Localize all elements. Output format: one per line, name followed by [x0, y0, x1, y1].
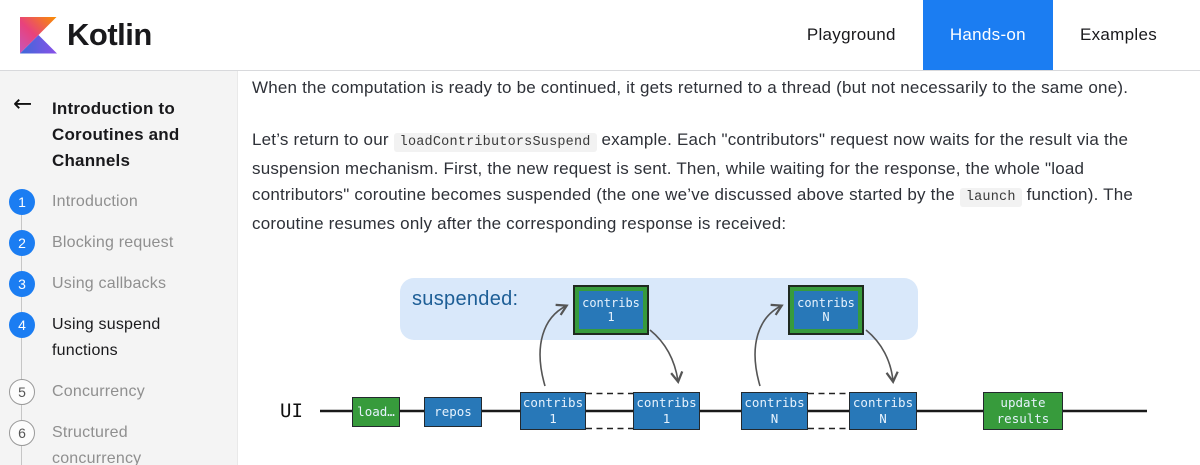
kotlin-logo-icon: [20, 16, 57, 54]
resume-arrow: [865, 329, 899, 385]
kotlin-logo[interactable]: Kotlin: [0, 0, 152, 70]
kotlin-wordmark: Kotlin: [67, 17, 152, 52]
box-label: contribs: [522, 395, 584, 410]
resume-arrow: [649, 329, 684, 384]
box-label: 1: [607, 310, 615, 324]
box-label: repos: [434, 404, 472, 419]
paragraph-text: function). The coroutine resumes only af…: [252, 185, 1133, 233]
timeline-box-contribs-Nb: contribs N: [849, 392, 917, 430]
timeline-box-contribs-1b: contribs 1: [633, 392, 700, 430]
course-title: Introduction to Coroutines and Channels: [52, 99, 180, 170]
box-label: contribs: [636, 395, 697, 410]
sidebar-item-blocking-request[interactable]: 2 Blocking request: [0, 230, 237, 256]
box-label: update: [1000, 395, 1046, 410]
back-arrow-icon[interactable]: ←: [13, 91, 33, 117]
step-number: 6: [18, 425, 26, 441]
box-label: N: [770, 411, 779, 426]
step-label: Blocking request: [52, 234, 174, 251]
sidebar-item-using-suspend-functions[interactable]: 4 Using suspend functions: [0, 312, 237, 364]
paragraph-text: example. Each "contributors" request now…: [252, 130, 1129, 204]
paragraph-2: Let’s return to our loadContributorsSusp…: [252, 127, 1164, 237]
sidebar-item-introduction[interactable]: 1 Introduction: [0, 189, 237, 215]
step-circle: 2: [9, 230, 35, 256]
step-number: 4: [18, 317, 26, 333]
nav-item-playground[interactable]: Playground: [806, 25, 896, 44]
timeline-box-contribs-Na: contribs N: [741, 392, 808, 430]
suspended-box-contribs-1: contribs 1: [573, 285, 649, 335]
sidebar-item-concurrency[interactable]: 5 Concurrency: [0, 379, 237, 405]
suspend-arrow: [754, 303, 784, 387]
step-label: Using callbacks: [52, 275, 167, 292]
step-number: 5: [18, 384, 26, 400]
sidebar-item-using-callbacks[interactable]: 3 Using callbacks: [0, 271, 237, 297]
step-number: 2: [18, 235, 26, 251]
box-label: 1: [549, 411, 557, 426]
timeline-box-repos: repos: [424, 397, 482, 427]
suspended-box-contribs-N: contribs N: [788, 285, 864, 335]
step-circle: 4: [9, 312, 35, 338]
top-header: Kotlin Playground Hands-on Examples: [0, 0, 1200, 71]
step-number: 1: [18, 194, 26, 210]
nav-item-examples[interactable]: Examples: [1079, 25, 1157, 44]
step-circle: 6: [9, 420, 35, 446]
step-list: 1 Introduction 2 Blocking request 3 Usin…: [0, 189, 237, 465]
box-label: load…: [357, 404, 395, 419]
box-label: contribs: [852, 395, 914, 410]
box-label: contribs: [582, 296, 640, 310]
step-number: 3: [18, 276, 26, 292]
box-label: contribs: [744, 395, 805, 410]
ui-thread-label: UI: [280, 400, 303, 422]
step-label: Structured concurrency: [52, 424, 142, 465]
paragraph-1: When the computation is ready to be cont…: [252, 78, 1129, 97]
step-label: Introduction: [52, 193, 139, 210]
step-circle: 5: [9, 379, 35, 405]
inline-code-loadContributorsSuspend: loadContributorsSuspend: [393, 133, 597, 152]
paragraph-text: Let’s return to our: [252, 130, 394, 149]
box-label: results: [996, 411, 1050, 426]
main-nav: Playground Hands-on Examples: [780, 0, 1184, 70]
suspension-diagram: suspended:: [252, 273, 1162, 455]
suspended-label: suspended:: [412, 288, 519, 310]
timeline-box-update-results: update results: [983, 392, 1063, 430]
box-label: N: [879, 411, 887, 426]
box-label: 1: [662, 411, 671, 426]
box-label: N: [822, 310, 830, 324]
tutorial-content: When the computation is ready to be cont…: [238, 71, 1200, 465]
step-label: Using suspend functions: [52, 316, 161, 359]
sidebar-item-structured-concurrency[interactable]: 6 Structured concurrency: [0, 420, 237, 465]
suspend-arrow: [539, 303, 569, 387]
box-label: contribs: [797, 296, 855, 310]
timeline-box-contribs-1a: contribs 1: [520, 392, 586, 430]
step-label: Concurrency: [52, 383, 145, 400]
course-sidebar: ← Introduction to Coroutines and Channel…: [0, 71, 238, 465]
nav-item-hands-on[interactable]: Hands-on: [922, 0, 1053, 70]
timeline-box-load: load…: [352, 397, 400, 427]
inline-code-launch: launch: [959, 188, 1022, 207]
step-circle: 1: [9, 189, 35, 215]
step-circle: 3: [9, 271, 35, 297]
